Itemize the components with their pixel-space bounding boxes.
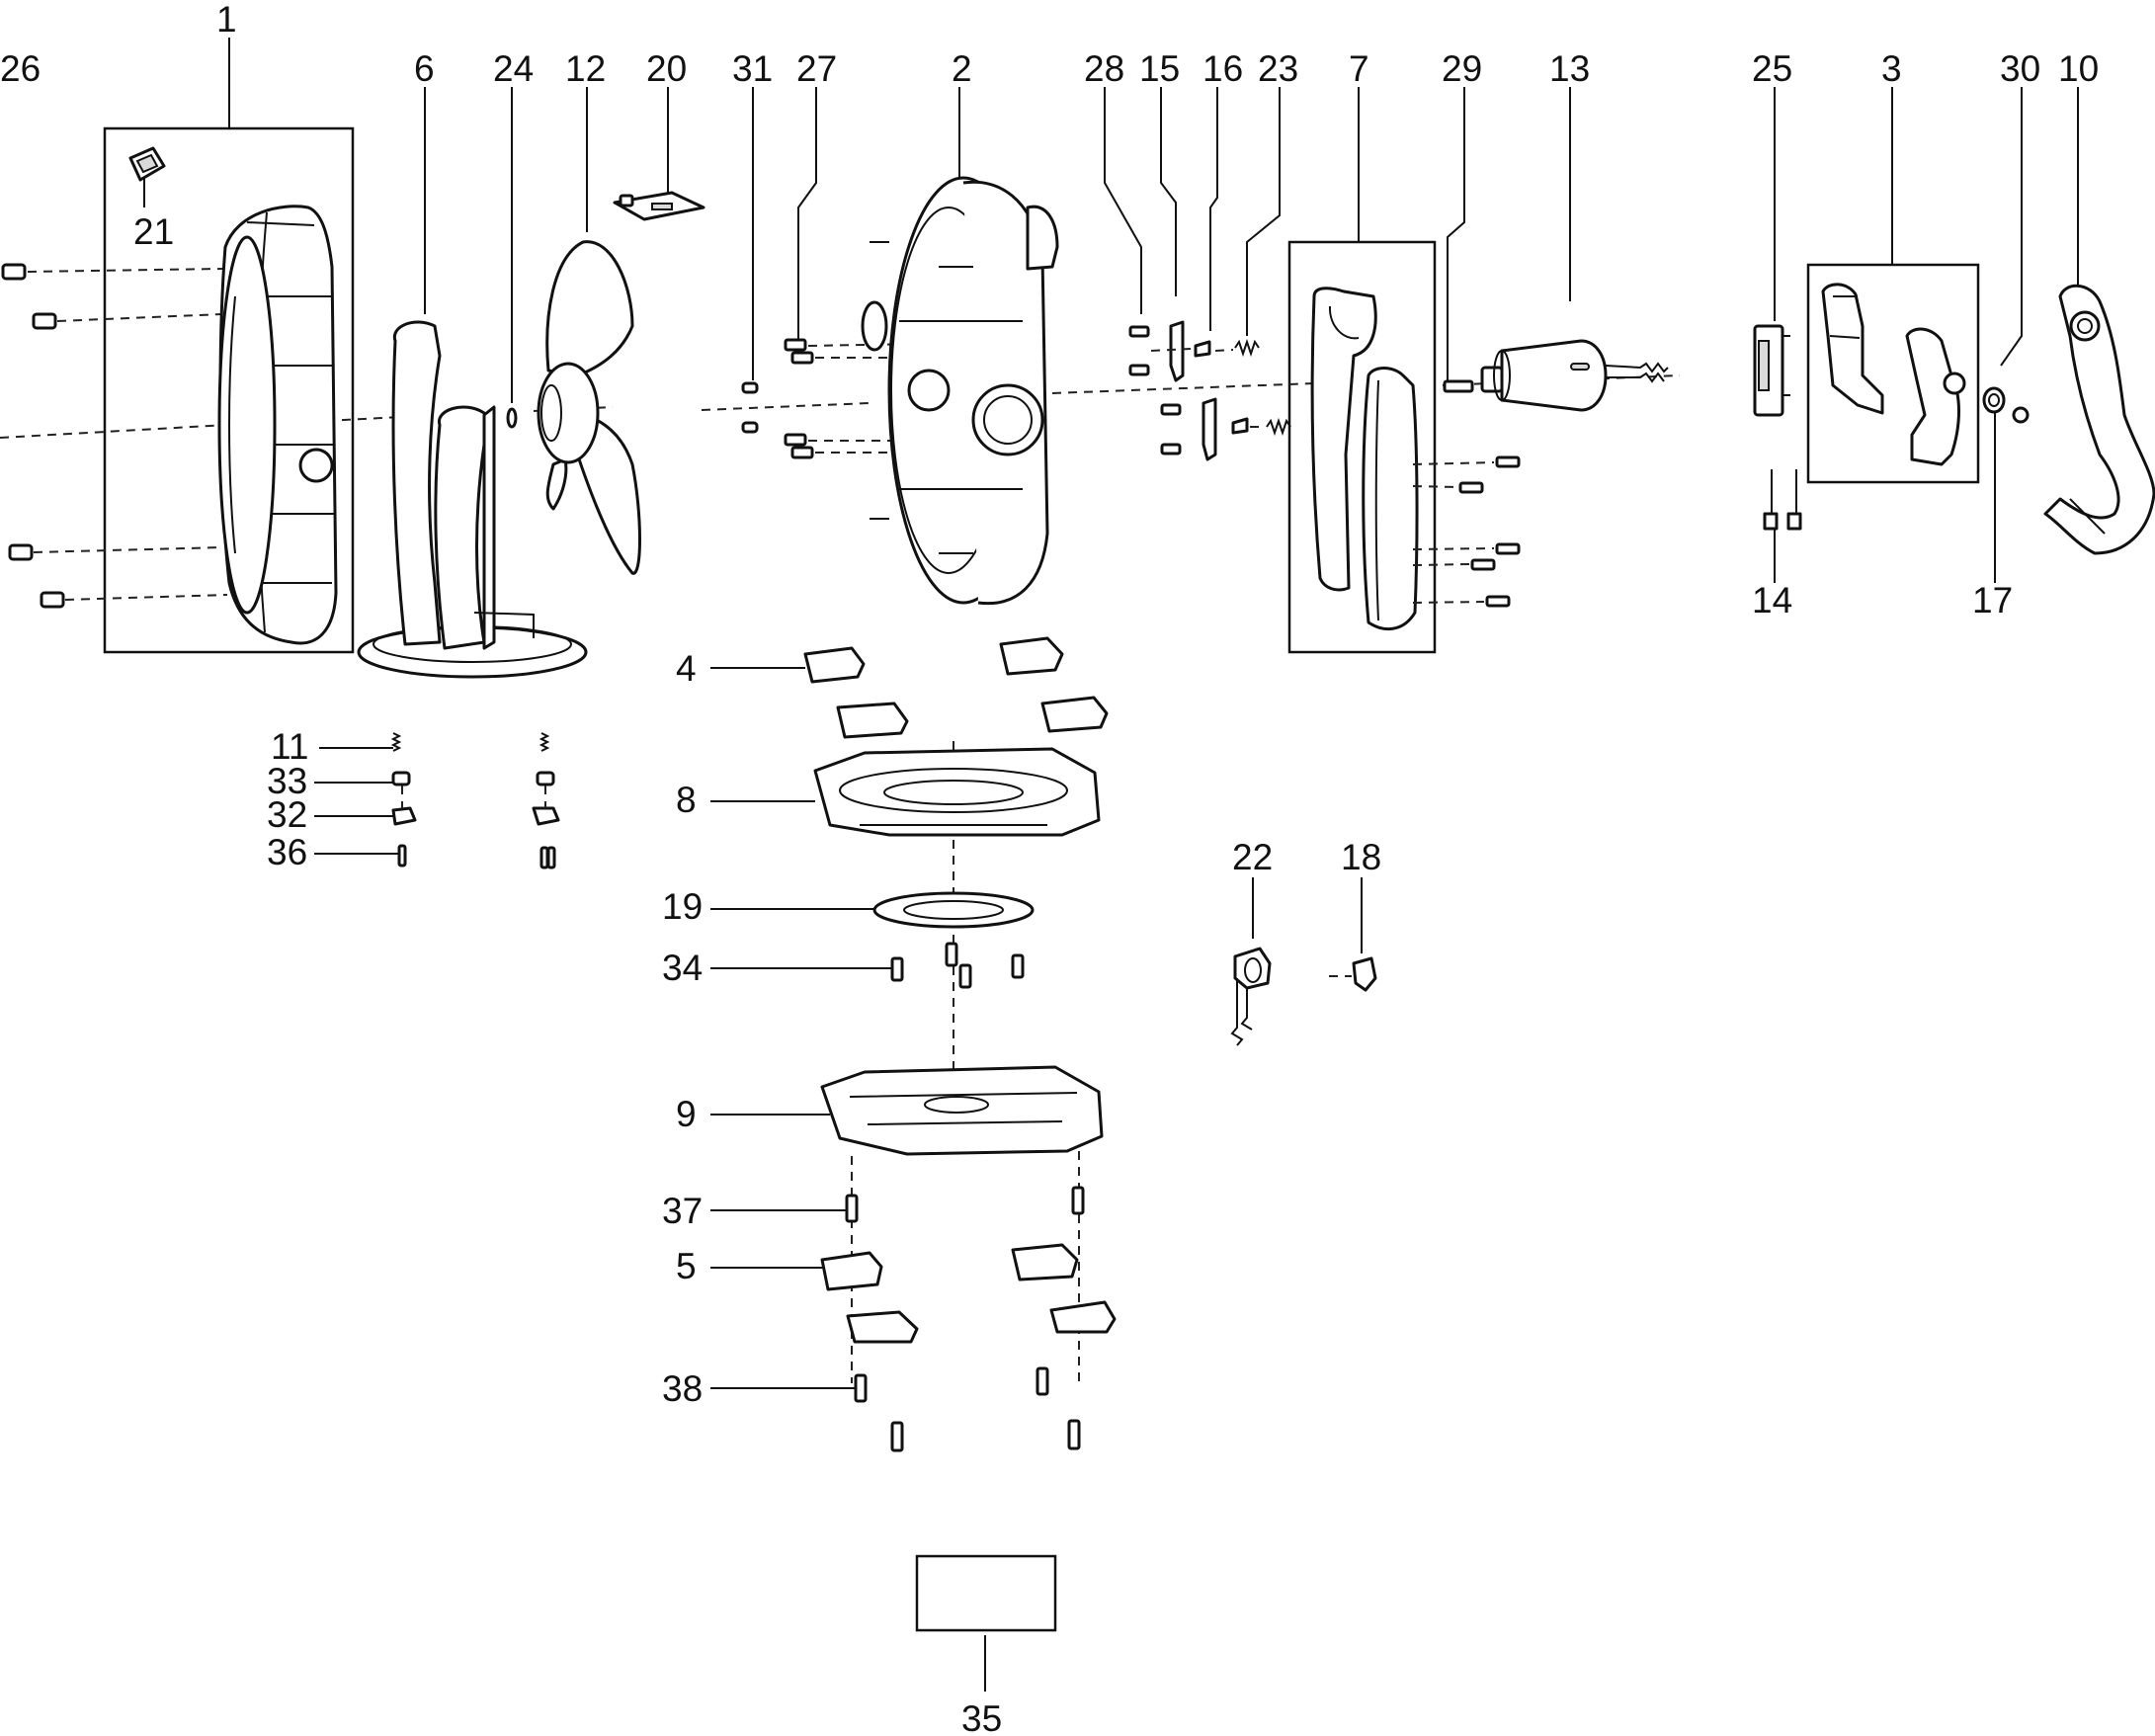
parts-28-15-16-23-cluster	[1128, 320, 1291, 461]
part-34-screws	[890, 942, 1025, 989]
part-21-label-plate	[128, 146, 166, 182]
callout-22: 22	[1232, 837, 1273, 877]
callout-29: 29	[1442, 48, 1482, 89]
part-4-clips	[803, 636, 1109, 739]
part-13-motor	[1480, 339, 1669, 412]
callout-34: 34	[662, 948, 703, 988]
callout-38: 38	[662, 1368, 703, 1409]
part-24-washer	[506, 407, 518, 429]
part-6-stand-housing	[357, 320, 588, 679]
callout-17: 17	[1972, 580, 2013, 620]
callout-26: 26	[0, 48, 41, 89]
part-22-switch	[1230, 947, 1272, 1046]
callout-7: 7	[1349, 48, 1369, 89]
callout-11: 11	[271, 726, 308, 767]
part-27-screws	[784, 338, 920, 459]
part-3-handle-halves	[1821, 283, 1966, 466]
part-5-feet	[820, 1243, 1117, 1344]
part-35-label-box	[915, 1554, 1057, 1632]
part-2-motor-housing	[861, 176, 1059, 606]
part-20-plate	[613, 191, 705, 221]
callout-2: 2	[952, 48, 972, 89]
callout-6: 6	[414, 48, 435, 89]
callout-21: 21	[133, 211, 174, 252]
callout-31: 31	[732, 48, 773, 89]
callout-20: 20	[646, 48, 687, 89]
callout-18: 18	[1341, 837, 1381, 877]
callout-5: 5	[676, 1246, 697, 1286]
part-25-switch-board	[1753, 324, 1790, 417]
callout-9: 9	[676, 1094, 697, 1134]
callout-13: 13	[1549, 48, 1590, 89]
callout-24: 24	[493, 48, 534, 89]
callout-1: 1	[216, 0, 237, 40]
callout-27: 27	[796, 48, 837, 89]
callout-37: 37	[662, 1191, 703, 1231]
callout-12: 12	[565, 48, 606, 89]
group-frame-7	[1287, 240, 1437, 654]
part-14-contacts	[1763, 469, 1802, 531]
parts-11-33-32-36-stacks	[390, 732, 560, 869]
part-17-30-nut-washer	[1982, 386, 2030, 424]
callout-28: 28	[1084, 48, 1124, 89]
callout-15: 15	[1139, 48, 1180, 89]
callout-10: 10	[2058, 48, 2099, 89]
part-10-handle-cover	[2043, 284, 2155, 555]
group-frame-3	[1806, 263, 1980, 484]
callout-16: 16	[1202, 48, 1243, 89]
part-26-screws	[1, 263, 228, 609]
callout-36: 36	[267, 832, 307, 872]
callout-32: 32	[267, 794, 307, 835]
part-8-base-top	[813, 747, 1101, 837]
leader-lines	[143, 38, 2079, 1692]
callout-33: 33	[267, 761, 307, 801]
callout-8: 8	[676, 780, 697, 820]
part-38-screws	[854, 1366, 1081, 1452]
part-7-motor-cover	[1310, 287, 1419, 631]
part-9-base-bottom	[820, 1065, 1104, 1156]
part-18-clip	[1352, 956, 1377, 992]
callout-4: 4	[676, 648, 697, 689]
part-31-pins	[741, 381, 759, 434]
callout-numbers: 1 2 3 4 5 6 7 8 9 10 11 12 13 14 15 16 1…	[0, 0, 2099, 1736]
part-37-screws	[845, 1186, 1085, 1223]
part-1-front-grille	[217, 205, 338, 645]
callout-14: 14	[1752, 580, 1792, 620]
part-12-fan-blade	[537, 240, 641, 575]
callout-30: 30	[2000, 48, 2040, 89]
callout-19: 19	[662, 886, 703, 927]
part-29-screws	[1412, 379, 1521, 608]
callout-23: 23	[1258, 48, 1298, 89]
callout-35: 35	[961, 1698, 1002, 1736]
part-19-gasket	[872, 891, 1035, 929]
callout-3: 3	[1881, 48, 1902, 89]
callout-25: 25	[1752, 48, 1792, 89]
group-frame-1	[103, 126, 355, 654]
